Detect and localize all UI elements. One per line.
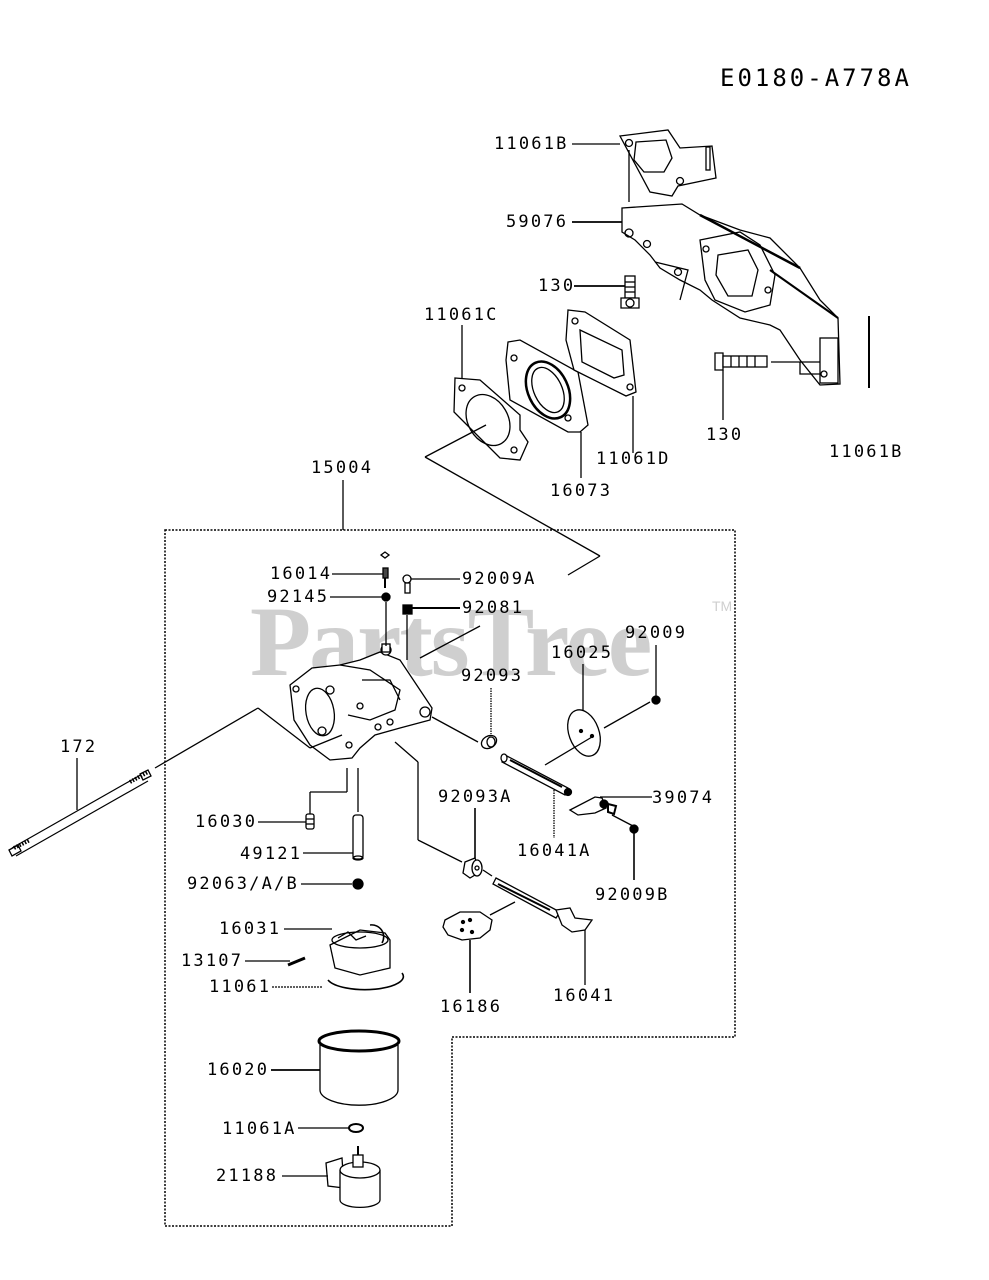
jet-16030 (305, 813, 315, 830)
plate-16186 (442, 911, 493, 941)
part-label-172[interactable]: 172 (60, 737, 98, 757)
float-16031 (329, 924, 391, 976)
assembly-boundary (164, 529, 736, 1227)
watermark-trademark: TM (712, 598, 733, 614)
spring-92145 (381, 592, 391, 602)
part-label-13107[interactable]: 13107 (181, 951, 244, 971)
pin-13107 (287, 956, 306, 967)
part-label-11061[interactable]: 11061 (209, 977, 272, 997)
part-label-92093A[interactable]: 92093A (438, 787, 513, 807)
part-label-11061B-right[interactable]: 11061B (829, 442, 904, 462)
solenoid-21188 (325, 1146, 381, 1208)
seal-92093A (462, 857, 483, 879)
part-label-39074[interactable]: 39074 (652, 788, 715, 808)
pipe-49121 (352, 814, 364, 861)
part-label-92009B[interactable]: 92009B (595, 885, 670, 905)
part-label-11061C[interactable]: 11061C (424, 305, 499, 325)
spring-92081 (402, 604, 413, 615)
part-label-11061D[interactable]: 11061D (596, 449, 671, 469)
part-label-16025[interactable]: 16025 (551, 643, 614, 663)
part-label-92063-A-B[interactable]: 92063/A/B (187, 874, 299, 894)
stud-172 (8, 769, 152, 857)
bolt-130-right (714, 352, 768, 371)
part-label-92009A[interactable]: 92009A (462, 569, 537, 589)
gasket-11061D (565, 309, 637, 397)
shaft-16041A (500, 753, 573, 797)
gasket-11061C (453, 377, 529, 461)
part-label-16030[interactable]: 16030 (195, 812, 258, 832)
part-label-16041[interactable]: 16041 (553, 986, 616, 1006)
seal-92093 (480, 734, 498, 750)
part-small-oring (379, 551, 391, 559)
part-label-11061B-top[interactable]: 11061B (494, 134, 569, 154)
washer-11061A (348, 1123, 364, 1133)
diagram-code: E0180-A778A (720, 64, 912, 92)
part-label-16073[interactable]: 16073 (550, 481, 613, 501)
needle-16014 (382, 567, 389, 588)
part-label-16186[interactable]: 16186 (440, 997, 503, 1017)
bolt-130-upper (620, 275, 640, 309)
part-label-16020[interactable]: 16020 (207, 1060, 270, 1080)
part-label-92093[interactable]: 92093 (461, 666, 524, 686)
screw-92009 (651, 695, 661, 705)
part-label-130-right[interactable]: 130 (706, 425, 744, 445)
gasket-11061 (327, 972, 405, 991)
screw-92009B (629, 824, 639, 834)
part-label-15004[interactable]: 15004 (311, 458, 374, 478)
float-bowl-16020 (317, 1029, 401, 1106)
part-label-21188[interactable]: 21188 (216, 1166, 279, 1186)
carburetor-body (289, 643, 433, 761)
insulator-16073 (505, 339, 589, 433)
bracket-39074 (568, 796, 618, 816)
part-label-130-upper[interactable]: 130 (538, 276, 576, 296)
jet-92063 (352, 878, 364, 890)
plate-16025 (567, 709, 601, 757)
gasket-11061B-top (618, 129, 717, 197)
part-label-16041A[interactable]: 16041A (517, 841, 592, 861)
part-label-11061A[interactable]: 11061A (222, 1119, 297, 1139)
shaft-16041 (492, 877, 594, 933)
intake-manifold-59076 (621, 203, 841, 386)
part-label-59076[interactable]: 59076 (506, 212, 569, 232)
part-label-49121[interactable]: 49121 (240, 844, 303, 864)
part-label-92081[interactable]: 92081 (462, 598, 525, 618)
part-label-16014[interactable]: 16014 (270, 564, 333, 584)
screw-92009A (402, 574, 412, 594)
part-label-92009[interactable]: 92009 (625, 623, 688, 643)
part-label-16031[interactable]: 16031 (219, 919, 282, 939)
part-label-92145[interactable]: 92145 (267, 587, 330, 607)
